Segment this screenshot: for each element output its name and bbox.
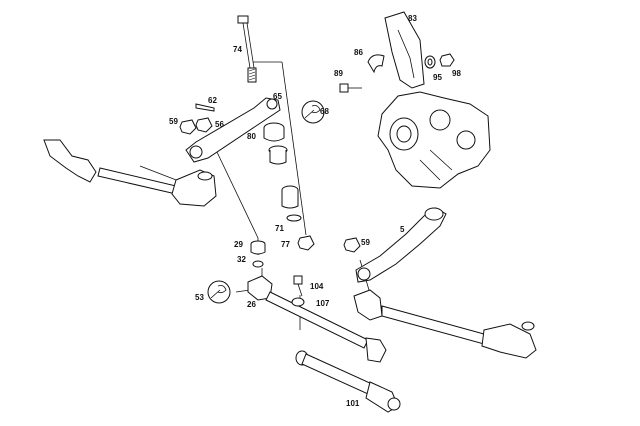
tie-rod-left bbox=[43, 139, 217, 207]
steering-damper-101 bbox=[295, 350, 401, 413]
label-59: 59 bbox=[169, 117, 178, 126]
nut-59b bbox=[343, 237, 361, 253]
cover-83 bbox=[384, 11, 425, 89]
label-101: 101 bbox=[346, 399, 360, 408]
part-labels: 74 83 86 89 95 98 62 59 56 65 68 80 71 7… bbox=[169, 14, 461, 408]
label-107: 107 bbox=[316, 299, 330, 308]
nut-56 bbox=[195, 117, 213, 133]
label-104: 104 bbox=[310, 282, 324, 291]
nut-29 bbox=[250, 240, 266, 255]
label-86: 86 bbox=[354, 48, 363, 57]
bushing-80 bbox=[263, 122, 285, 142]
label-53: 53 bbox=[195, 293, 204, 302]
label-26: 26 bbox=[247, 300, 256, 309]
label-80: 80 bbox=[247, 132, 256, 141]
label-68: 68 bbox=[320, 107, 329, 116]
nut-59a bbox=[179, 119, 197, 135]
bracket-86 bbox=[367, 54, 385, 74]
bolt-80b bbox=[268, 145, 288, 165]
clamp-107 bbox=[291, 297, 305, 307]
bolt-89 bbox=[339, 83, 362, 93]
tie-rod-right bbox=[353, 289, 537, 359]
nut-98 bbox=[439, 53, 455, 67]
label-95: 95 bbox=[433, 73, 442, 82]
label-62: 62 bbox=[208, 96, 217, 105]
pitman-arm-5 bbox=[355, 207, 447, 283]
wrench-icon bbox=[301, 100, 325, 124]
washer-95 bbox=[424, 55, 436, 69]
label-83: 83 bbox=[408, 14, 417, 23]
bolt-74 bbox=[237, 15, 257, 83]
label-65: 65 bbox=[273, 92, 282, 101]
bolt-104 bbox=[293, 275, 303, 297]
wrench-icon bbox=[207, 280, 231, 304]
label-56: 56 bbox=[215, 120, 224, 129]
split-pin-62 bbox=[195, 103, 215, 112]
label-32: 32 bbox=[237, 255, 246, 264]
nut-77 bbox=[297, 235, 315, 251]
steering-gearbox bbox=[377, 91, 491, 189]
label-89: 89 bbox=[334, 69, 343, 78]
label-77: 77 bbox=[281, 240, 290, 249]
label-5: 5 bbox=[400, 225, 405, 234]
label-29: 29 bbox=[234, 240, 243, 249]
idler-arm-65 bbox=[185, 97, 281, 163]
label-71: 71 bbox=[275, 224, 284, 233]
bushing-71 bbox=[281, 185, 302, 222]
label-74: 74 bbox=[233, 45, 242, 54]
label-59b: 59 bbox=[361, 238, 370, 247]
drag-link-26 bbox=[247, 260, 387, 363]
label-98: 98 bbox=[452, 69, 461, 78]
